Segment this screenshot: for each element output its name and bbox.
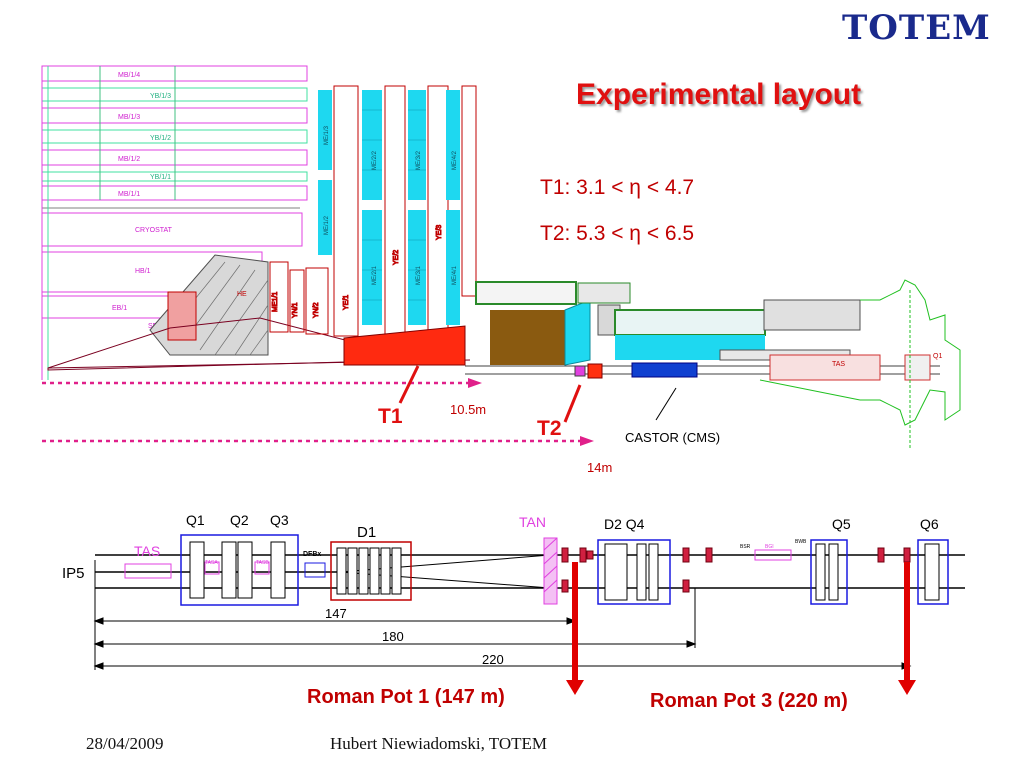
dist-180: 180 xyxy=(382,629,404,644)
label-hb1: HB/1 xyxy=(135,268,151,275)
label-cryostat: CRYOSTAT xyxy=(135,227,173,234)
label-me12: ME/1/2 xyxy=(324,215,330,235)
bwb-label: BWB xyxy=(795,539,807,545)
d1-label: D1 xyxy=(357,524,376,541)
d2q4-label: D2 Q4 xyxy=(604,516,645,532)
endcap-calorimeter: HE xyxy=(47,254,471,371)
roman-pot-3-label: Roman Pot 3 (220 m) xyxy=(650,690,848,712)
q6-magnet: Q6 xyxy=(917,516,949,605)
dist-220: 220 xyxy=(482,652,504,667)
inner-triplet: TASA TASB Q1 Q2 Q3 xyxy=(180,512,299,606)
label-mb11: MB/1/1 xyxy=(118,191,140,198)
label-me22: ME/2/2 xyxy=(372,150,378,170)
label-yn2: YN/2 xyxy=(313,302,320,318)
label-me32: ME/3/2 xyxy=(416,150,422,170)
footer-date: 28/04/2009 xyxy=(86,734,164,753)
label-yb13: YB/1/3 xyxy=(150,93,171,100)
label-yn1: YN/1 xyxy=(292,302,299,318)
label-me21: ME/2/1 xyxy=(372,265,378,285)
label-ye3: YE/3 xyxy=(436,225,443,240)
muon-endcap-chambers: ME/1/3 ME/1/2 ME/2/2 ME/2/1 ME/3/2 ME/3/… xyxy=(318,90,460,325)
label-q1-right: Q1 xyxy=(933,353,942,360)
distance-arrows: 147 180 220 xyxy=(93,588,912,670)
t1-eta-range: T1: 3.1 < η < 4.7 xyxy=(540,176,695,199)
t2-eta-range: T2: 5.3 < η < 6.5 xyxy=(540,222,695,245)
label-me31: ME/3/1 xyxy=(416,265,422,285)
roman-pot-arrows xyxy=(566,562,916,695)
dfbx-element: DFBx xyxy=(303,551,326,578)
t2-label: T2 xyxy=(537,417,562,440)
label-he: HE xyxy=(237,291,247,298)
dist-147: 147 xyxy=(325,606,347,621)
dfbx-label: DFBx xyxy=(303,551,321,558)
cms-forward-diagram: MB/1/4 YB/1/3 MB/1/3 YB/1/2 MB/1/2 YB/1/… xyxy=(41,65,961,475)
t1-label: T1 xyxy=(378,405,403,428)
totem-logo: TOTEM xyxy=(842,8,991,48)
ip5-label: IP5 xyxy=(62,565,85,582)
label-yb12: YB/1/2 xyxy=(150,135,171,142)
q1-label: Q1 xyxy=(186,512,205,528)
label-mb14: MB/1/4 xyxy=(118,72,140,79)
q2-label: Q2 xyxy=(230,512,249,528)
q5-magnet: Q5 xyxy=(810,516,851,605)
bsr-label: BSR xyxy=(740,544,751,550)
q3-label: Q3 xyxy=(270,512,289,528)
label-me41: ME/4/1 xyxy=(452,265,458,285)
q6-label: Q6 xyxy=(920,516,939,532)
beamline-diagram: IP5 TAS TASA TASB Q1 Q2 Q3 DFBx xyxy=(62,512,965,695)
t1-detector xyxy=(343,325,466,366)
label-ye2: YE/2 xyxy=(393,250,400,265)
t2-distance: 14m xyxy=(587,460,612,475)
footer-author: Hubert Niewiadomski, TOTEM xyxy=(330,734,548,753)
label-eb1: EB/1 xyxy=(112,305,127,312)
tunnel-outline xyxy=(759,279,961,450)
label-me11: ME1/1 xyxy=(272,292,279,312)
tan-label: TAN xyxy=(519,514,546,530)
t1-distance: 10.5m xyxy=(450,402,486,417)
castor-label: CASTOR (CMS) xyxy=(625,430,720,445)
tasa-label: TASA xyxy=(205,560,218,566)
forward-shielding xyxy=(475,281,861,366)
label-mb13: MB/1/3 xyxy=(118,114,140,121)
label-me42: ME/4/2 xyxy=(452,150,458,170)
bgi-label: BGI xyxy=(765,544,774,550)
tas-label: TAS xyxy=(134,543,160,559)
barrel-chamber-labels: MB/1/4 YB/1/3 MB/1/3 YB/1/2 MB/1/2 YB/1/… xyxy=(112,72,173,330)
barrel-chambers xyxy=(41,65,308,380)
beam-instruments: BSR BGI BWB xyxy=(740,539,807,561)
tasb-label: TASB xyxy=(256,560,269,566)
label-me13: ME/1/3 xyxy=(324,125,330,145)
d1-magnet: D1 xyxy=(330,524,412,601)
tan-absorber: TAN xyxy=(519,514,558,605)
roman-pot-1-label: Roman Pot 1 (147 m) xyxy=(307,686,505,708)
label-ye1: YE/1 xyxy=(343,295,350,310)
tas-element: TAS xyxy=(124,543,172,579)
label-mb12: MB/1/2 xyxy=(118,156,140,163)
label-yb11: YB/1/1 xyxy=(150,174,171,181)
d2-q4-magnets: D2 Q4 xyxy=(597,516,671,605)
slide-title: Experimental layout xyxy=(576,78,862,111)
acceptance-markers: T1 T2 10.5m 14m CASTOR (CMS) xyxy=(42,365,720,475)
label-tas-right: TAS xyxy=(832,361,845,368)
tas-region: TAS Q1 xyxy=(769,353,942,381)
q5-label: Q5 xyxy=(832,516,851,532)
